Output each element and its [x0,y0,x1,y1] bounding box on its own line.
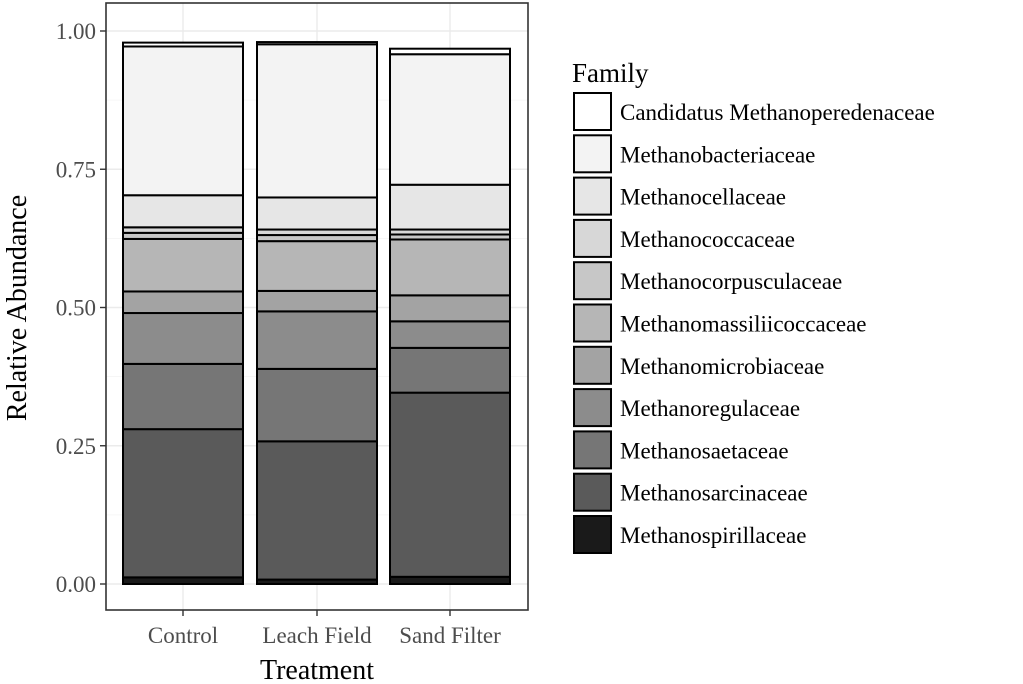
legend-swatch [573,515,612,554]
bar-segment [122,362,244,431]
legend-item: Methanospirillaceae [573,515,806,554]
y-tick-label: 0.00 [56,572,96,597]
legend: Family Candidatus MethanoperedenaceaeMet… [572,58,935,554]
legend-item: Methanosaetaceae [573,430,789,470]
legend-label: Methanocellaceae [620,185,786,210]
legend-label: Methanomassiliicoccaceae [620,312,867,337]
bar-segment [256,310,378,370]
legend-item: Methanocellaceae [573,176,786,216]
legend-swatch [573,92,612,131]
bar-segment [256,240,378,292]
x-axis-title: Treatment [260,655,374,684]
legend-label: Methanocorpusculaceae [620,269,842,294]
bar-stack [256,41,378,585]
bar-stack [389,47,511,585]
legend-label: Methanospirillaceae [620,523,806,548]
bar-segment [256,196,378,231]
bar-segment [122,194,244,229]
x-tick-label: Sand Filter [399,623,501,648]
bar-segment [389,391,511,578]
y-tick-label: 0.75 [56,157,96,182]
legend-label: Methanosaetaceae [620,438,789,463]
x-axis: Control Leach Field Sand Filter [148,610,501,648]
legend-swatch [573,430,612,470]
bar-segment [389,294,511,323]
legend-item: Candidatus Methanoperedenaceae [573,92,935,131]
legend-label: Methanomicrobiaceae [620,354,824,379]
legend-item: Methanoregulaceae [573,388,800,428]
x-tick-label: Control [148,623,218,648]
bar-segment [256,43,378,199]
legend-label: Candidatus Methanoperedenaceae [620,100,935,125]
bar-segment [122,312,244,365]
bar-segment [389,346,511,394]
y-tick-label: 0.50 [56,296,96,321]
y-tick-label: 0.25 [56,434,96,459]
x-tick-label: Leach Field [262,623,372,648]
bar-segment [122,290,244,315]
legend-label: Methanoregulaceae [620,396,800,421]
legend-item: Methanococcaceae [573,218,795,258]
bar-stack [122,41,244,586]
legend-item: Methanomassiliicoccaceae [573,303,867,343]
bar-segment [389,238,511,297]
legend-item: Methanobacteriaceae [573,134,815,174]
legend-item: Methanosarcinaceae [573,472,808,512]
bar-segment [389,183,511,231]
legend-swatch [573,261,612,301]
y-tick-label: 1.00 [56,19,96,44]
legend-item: Methanomicrobiaceae [573,345,824,385]
bar-segment [256,289,378,313]
y-axis: 0.00 0.25 0.50 0.75 1.00 [56,19,106,597]
legend-swatch [573,388,612,428]
legend-swatch [573,345,612,385]
legend-swatch [573,176,612,216]
bar-segment [389,47,511,56]
legend-label: Methanosarcinaceae [620,481,808,506]
legend-swatch [573,134,612,174]
bar-segment [256,367,378,443]
legend-swatch [573,218,612,258]
bar-segment [256,440,378,581]
legend-item: Methanocorpusculaceae [573,261,842,301]
bar-segment [389,320,511,349]
legend-swatch [573,472,612,512]
legend-title: Family [572,58,649,88]
bar-segment [122,45,244,197]
bar-segment [389,53,511,186]
bar-segment [122,428,244,579]
bar-segment [256,41,378,46]
bar-segment [122,41,244,48]
bar-segment [122,237,244,293]
bars [122,41,511,586]
bar-segment [389,575,511,585]
legend-label: Methanococcaceae [620,227,795,252]
y-axis-title: Relative Abundance [2,195,33,421]
legend-label: Methanobacteriaceae [620,142,815,167]
legend-swatch [573,303,612,343]
